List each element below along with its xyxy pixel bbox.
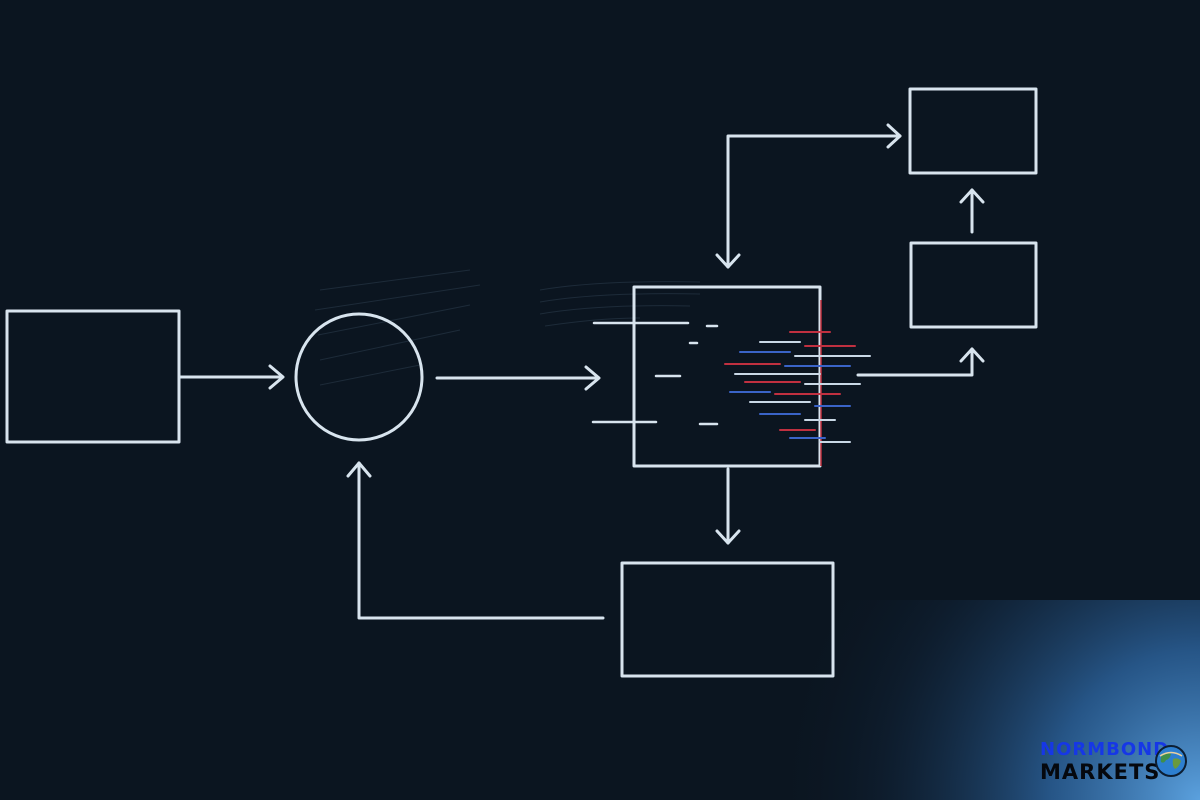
- input-box: [5, 309, 181, 444]
- arrow-process-to-right-middle: [856, 347, 985, 377]
- brand-name-line2: MARKETS: [1040, 760, 1161, 784]
- right-middle-box: [909, 241, 1038, 329]
- diagram-strokes: [5, 87, 1038, 678]
- process-dashes: [591, 321, 719, 426]
- circle-node: [294, 312, 424, 442]
- brand-name-line1: NORMBOND: [1040, 739, 1170, 760]
- arrow-process-to-bottom: [715, 467, 741, 545]
- hatch-texture: [314, 269, 701, 386]
- bottom-box: [620, 561, 835, 678]
- arrow-circle-to-process: [435, 365, 601, 391]
- right-top-box: [908, 87, 1038, 175]
- arrow-right-middle-to-right-top: [959, 188, 985, 234]
- arrow-bottom-to-circle: [346, 461, 605, 620]
- globe-icon: [1155, 745, 1187, 777]
- brand-logo: NORMBOND MARKETS: [1036, 740, 1196, 788]
- arrow-input-to-circle: [177, 364, 285, 390]
- glitch-streaks: [724, 331, 871, 443]
- arrow-process-to-right-top: [715, 123, 902, 269]
- process-box: [632, 285, 822, 468]
